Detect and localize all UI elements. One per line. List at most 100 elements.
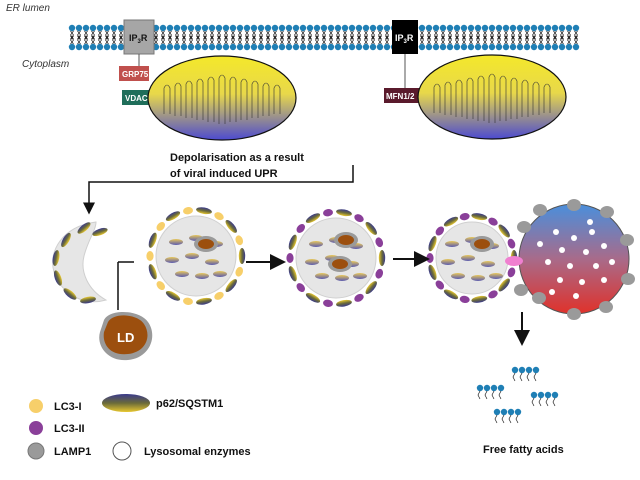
cargo-marker — [195, 273, 209, 279]
lysosomal-enzyme-dot — [579, 279, 585, 285]
cargo-marker — [309, 241, 323, 247]
p62-marker — [471, 213, 488, 221]
lysosomal-enzyme-dot — [589, 229, 595, 235]
lamp1-marker — [621, 273, 635, 285]
free-fatty-acids-label: Free fatty acids — [483, 444, 564, 456]
p62-marker — [378, 250, 386, 266]
vdac-label: VDAC — [125, 94, 148, 103]
phagophore — [52, 221, 108, 304]
p62-marker — [428, 236, 437, 252]
cargo-marker — [445, 241, 459, 247]
cargo-marker — [165, 257, 179, 263]
p62-marker — [225, 279, 237, 293]
depolarisation-caption-line2: of viral induced UPR — [170, 168, 278, 180]
lc3-marker — [323, 299, 333, 307]
lc3-marker — [507, 238, 516, 249]
p62-marker — [61, 232, 71, 248]
fatty-acid-icon — [518, 366, 526, 374]
ip3r-channel-icon — [392, 20, 418, 54]
mitochondrion-icon — [417, 54, 567, 140]
lamp1-marker — [567, 308, 581, 320]
lysosomal-enzyme-dot — [553, 229, 559, 235]
lc3-marker — [146, 251, 154, 261]
cargo-marker — [315, 273, 329, 279]
cargo-marker — [353, 273, 367, 279]
lysosome — [505, 199, 635, 320]
lysosomal-enzyme-dot — [587, 219, 593, 225]
lc3-marker — [459, 212, 470, 221]
cargo-marker — [213, 271, 227, 277]
mitochondrion-icon — [147, 55, 297, 141]
vdac-box — [122, 90, 150, 105]
fatty-acid-icon — [544, 391, 552, 399]
ip3r-subscript-right: 3 — [404, 39, 408, 45]
mitochondrion-left — [147, 55, 297, 141]
lc3-marker — [488, 217, 498, 226]
legend-lamp1-label: LAMP1 — [54, 446, 91, 458]
p62-marker — [63, 288, 77, 300]
cargo-marker — [175, 271, 189, 277]
lysosomal-enzyme-dot — [583, 249, 589, 255]
cargo-marker — [335, 275, 349, 281]
cytoplasm-label: Cytoplasm — [22, 59, 69, 70]
fatty-acid-icon — [530, 391, 538, 399]
fatty-acid-icon — [483, 384, 491, 392]
fatty-acid-icon — [537, 391, 545, 399]
p62-marker — [498, 224, 510, 238]
ip3r-channel-left: IP3R — [123, 19, 155, 55]
er-membrane — [68, 24, 580, 51]
fatty-acid-icon — [514, 408, 522, 416]
ip3r-subscript: 3 — [138, 39, 142, 45]
autophagosome-lc3ii — [286, 209, 386, 307]
lysosomal-enzyme-dot — [557, 277, 563, 283]
lysosomal-enzyme-dot — [601, 243, 607, 249]
p62-marker — [498, 278, 510, 292]
grp75-label: GRP75 — [122, 70, 149, 79]
cargo-marker — [305, 259, 319, 265]
lipid-droplet-icon — [103, 315, 148, 355]
fatty-acid-icon — [511, 366, 519, 374]
p62-marker — [225, 219, 237, 233]
legend-lc3ii-swatch — [29, 421, 43, 435]
p62-marker — [53, 270, 63, 286]
lc3-marker — [459, 295, 470, 304]
ld-label: LD — [117, 330, 134, 345]
fatty-acid-icon — [493, 408, 501, 416]
legend-p62-swatch — [102, 394, 150, 412]
p62-marker — [365, 221, 377, 235]
p62-marker — [305, 213, 321, 224]
lamp1-marker — [517, 221, 531, 233]
lysosomal-enzyme-dot — [559, 247, 565, 253]
p62-marker — [288, 234, 297, 250]
p62-marker — [52, 250, 60, 266]
lysosomal-enzyme-dot — [601, 277, 607, 283]
ip3r-channel-right: IP3R — [392, 20, 418, 54]
ip3r-r-right: R — [407, 33, 414, 43]
cargo-marker — [185, 253, 199, 259]
cargo-marker — [169, 239, 183, 245]
lysosomal-enzyme-dot — [549, 289, 555, 295]
fatty-acid-icon — [525, 366, 533, 374]
p62-marker — [92, 227, 108, 237]
grp75-box — [119, 66, 149, 81]
cargo-marker — [441, 259, 455, 265]
fatty-acid-icon — [497, 384, 505, 392]
p62-marker — [305, 292, 321, 303]
legend-lamp1-swatch — [27, 442, 45, 460]
lipid-droplet: LD — [99, 311, 153, 361]
p62-marker — [196, 207, 212, 215]
fusion-pore — [505, 256, 523, 266]
p62-marker — [196, 297, 212, 305]
p62-marker — [471, 295, 488, 303]
svg-text:IP3R: IP3R — [395, 33, 414, 45]
fatty-acid-icon — [500, 408, 508, 416]
p62-marker — [165, 290, 181, 301]
autophagosome-fusing — [426, 212, 518, 304]
lc3-marker — [375, 268, 384, 279]
fatty-acid-icon — [476, 384, 484, 392]
lc3-marker — [296, 283, 305, 293]
mitochondrion-right — [417, 54, 567, 140]
legend-lc3ii-label: LC3-II — [54, 423, 85, 435]
lc3-marker — [435, 280, 445, 290]
